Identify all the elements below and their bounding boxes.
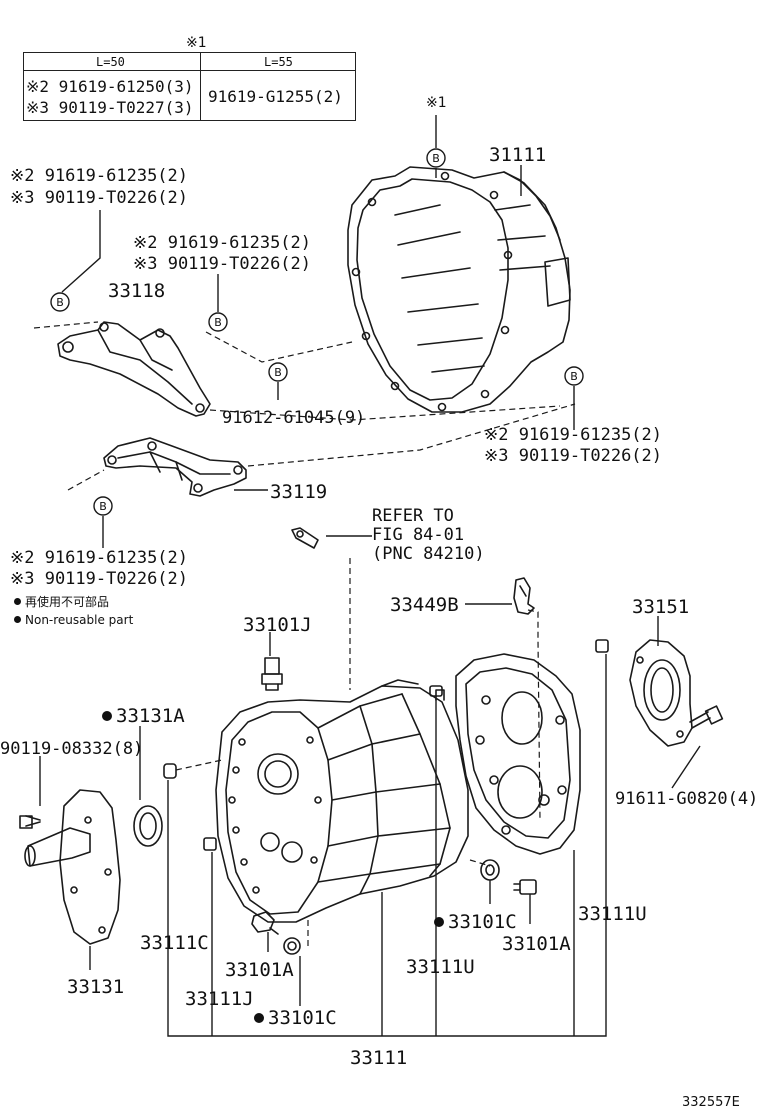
- legend-en: Non-reusable part: [14, 614, 133, 626]
- label-refer-1: REFER TO: [372, 506, 454, 526]
- note-mark-1-housing: ※1: [426, 95, 447, 111]
- label-33119: 33119: [270, 481, 328, 503]
- label-33101J: 33101J: [243, 614, 312, 636]
- gasket-33101C-mid: [480, 859, 500, 881]
- label-33131A-text: 33131A: [116, 705, 185, 727]
- clutch-housing-31111: [347, 166, 571, 413]
- leader-lines: [39, 115, 701, 1037]
- pin-33111J: [203, 837, 217, 851]
- b-callout-letter: B: [99, 500, 107, 513]
- label-33101C-bottom: 33101C: [254, 1009, 337, 1028]
- pin-33111U-right: [595, 639, 609, 653]
- label-33101A-right: 33101A: [502, 933, 571, 955]
- b-callout-letter: B: [274, 366, 282, 379]
- legend-jp: 再使用不可部品: [14, 596, 109, 608]
- non-reusable-dot-icon: [254, 1013, 264, 1023]
- b-callout-letter: B: [214, 316, 222, 329]
- extension-housing-33131: [24, 789, 121, 945]
- oil-seal-33131A: [133, 805, 163, 847]
- label-33131A: 33131A: [102, 707, 185, 726]
- label-bolt-a-1: ※2 91619-61235(2): [10, 166, 189, 186]
- b-callout-letters: B B B B B B: [56, 152, 578, 513]
- legend-en-text: Non-reusable part: [25, 613, 134, 627]
- non-reusable-dot-icon: [14, 598, 21, 605]
- plug-33101A-left: [251, 911, 279, 935]
- bracket-33119: [103, 437, 247, 497]
- seat-33449B: [513, 577, 535, 615]
- b-callout-letter: B: [56, 296, 64, 309]
- label-33111C: 33111C: [140, 932, 209, 954]
- label-refer-3: (PNC 84210): [372, 544, 485, 564]
- pin-33111U-mid: [429, 685, 443, 697]
- label-33101C-bottom-text: 33101C: [268, 1007, 337, 1029]
- bracket-33118: [57, 321, 211, 417]
- table-cell-bolt-2: ※3 90119-T0227(3): [26, 98, 194, 117]
- diagram-ref-code: 332557E: [682, 1095, 740, 1110]
- label-33111U-mid: 33111U: [406, 956, 475, 978]
- label-33118: 33118: [108, 280, 166, 302]
- pin-33111C: [163, 763, 177, 779]
- b-callouts: [50, 148, 584, 516]
- label-bolt-a-2: ※3 90119-T0226(2): [10, 188, 189, 208]
- label-33111J: 33111J: [185, 988, 254, 1010]
- label-bolt-d-1: ※2 91619-61235(2): [10, 548, 189, 568]
- non-reusable-dot-icon: [434, 917, 444, 927]
- sensor-refer-plug: [291, 527, 319, 549]
- note-mark-1: ※1: [186, 35, 207, 51]
- b-callout-letter: B: [570, 370, 578, 383]
- table-header-l50: L=50: [96, 55, 125, 69]
- label-33449B: 33449B: [390, 594, 459, 616]
- dashed-assembly-lines: [33, 321, 576, 950]
- non-reusable-dot-icon: [102, 711, 112, 721]
- label-refer-2: FIG 84-01: [372, 525, 465, 545]
- bolt-90119-08332: [19, 815, 41, 829]
- label-bolt-c-2: ※3 90119-T0226(2): [484, 446, 663, 466]
- label-33101C-mid: 33101C: [434, 913, 517, 932]
- label-bolt-b-1: ※2 91619-61235(2): [133, 233, 312, 253]
- plug-33101A-right: [513, 879, 537, 895]
- table-col-divider: [200, 53, 201, 120]
- legend-jp-text: 再使用不可部品: [25, 595, 110, 609]
- label-90119-08332: 90119-08332(8): [0, 739, 144, 759]
- table-cell-bolt-1: ※2 91619-61250(3): [26, 77, 194, 96]
- label-33111U-right: 33111U: [578, 903, 647, 925]
- label-33111-bottom: 33111: [350, 1047, 408, 1069]
- label-bolt-b-2: ※3 90119-T0226(2): [133, 254, 312, 274]
- label-33131: 33131: [67, 976, 125, 998]
- adapter-plate-33111U: [455, 653, 581, 855]
- label-31111: 31111: [489, 144, 547, 166]
- transmission-case-33111: [215, 679, 469, 923]
- plug-33101J: [261, 657, 283, 691]
- b-callout-letter: B: [432, 152, 440, 165]
- table-row-divider: [24, 70, 355, 71]
- label-bolt-d-2: ※3 90119-T0226(2): [10, 569, 189, 589]
- bolt-91611: [689, 705, 724, 729]
- label-bolt-c-1: ※2 91619-61235(2): [484, 425, 663, 445]
- table-cell-bolt-3: 91619-G1255(2): [208, 87, 343, 106]
- note-table: L=50 L=55 ※2 91619-61250(3) ※3 90119-T02…: [23, 52, 356, 121]
- gasket-33101C-bottom: [283, 937, 301, 955]
- label-33151: 33151: [632, 596, 690, 618]
- label-33101A-left: 33101A: [225, 959, 294, 981]
- non-reusable-dot-icon: [14, 616, 21, 623]
- bearing-retainer-33151: [629, 639, 693, 747]
- label-91612-61045: 91612-61045(9): [222, 408, 366, 428]
- table-header-l55: L=55: [264, 55, 293, 69]
- label-91611-G0820: 91611-G0820(4): [615, 789, 759, 809]
- label-33101C-mid-text: 33101C: [448, 911, 517, 933]
